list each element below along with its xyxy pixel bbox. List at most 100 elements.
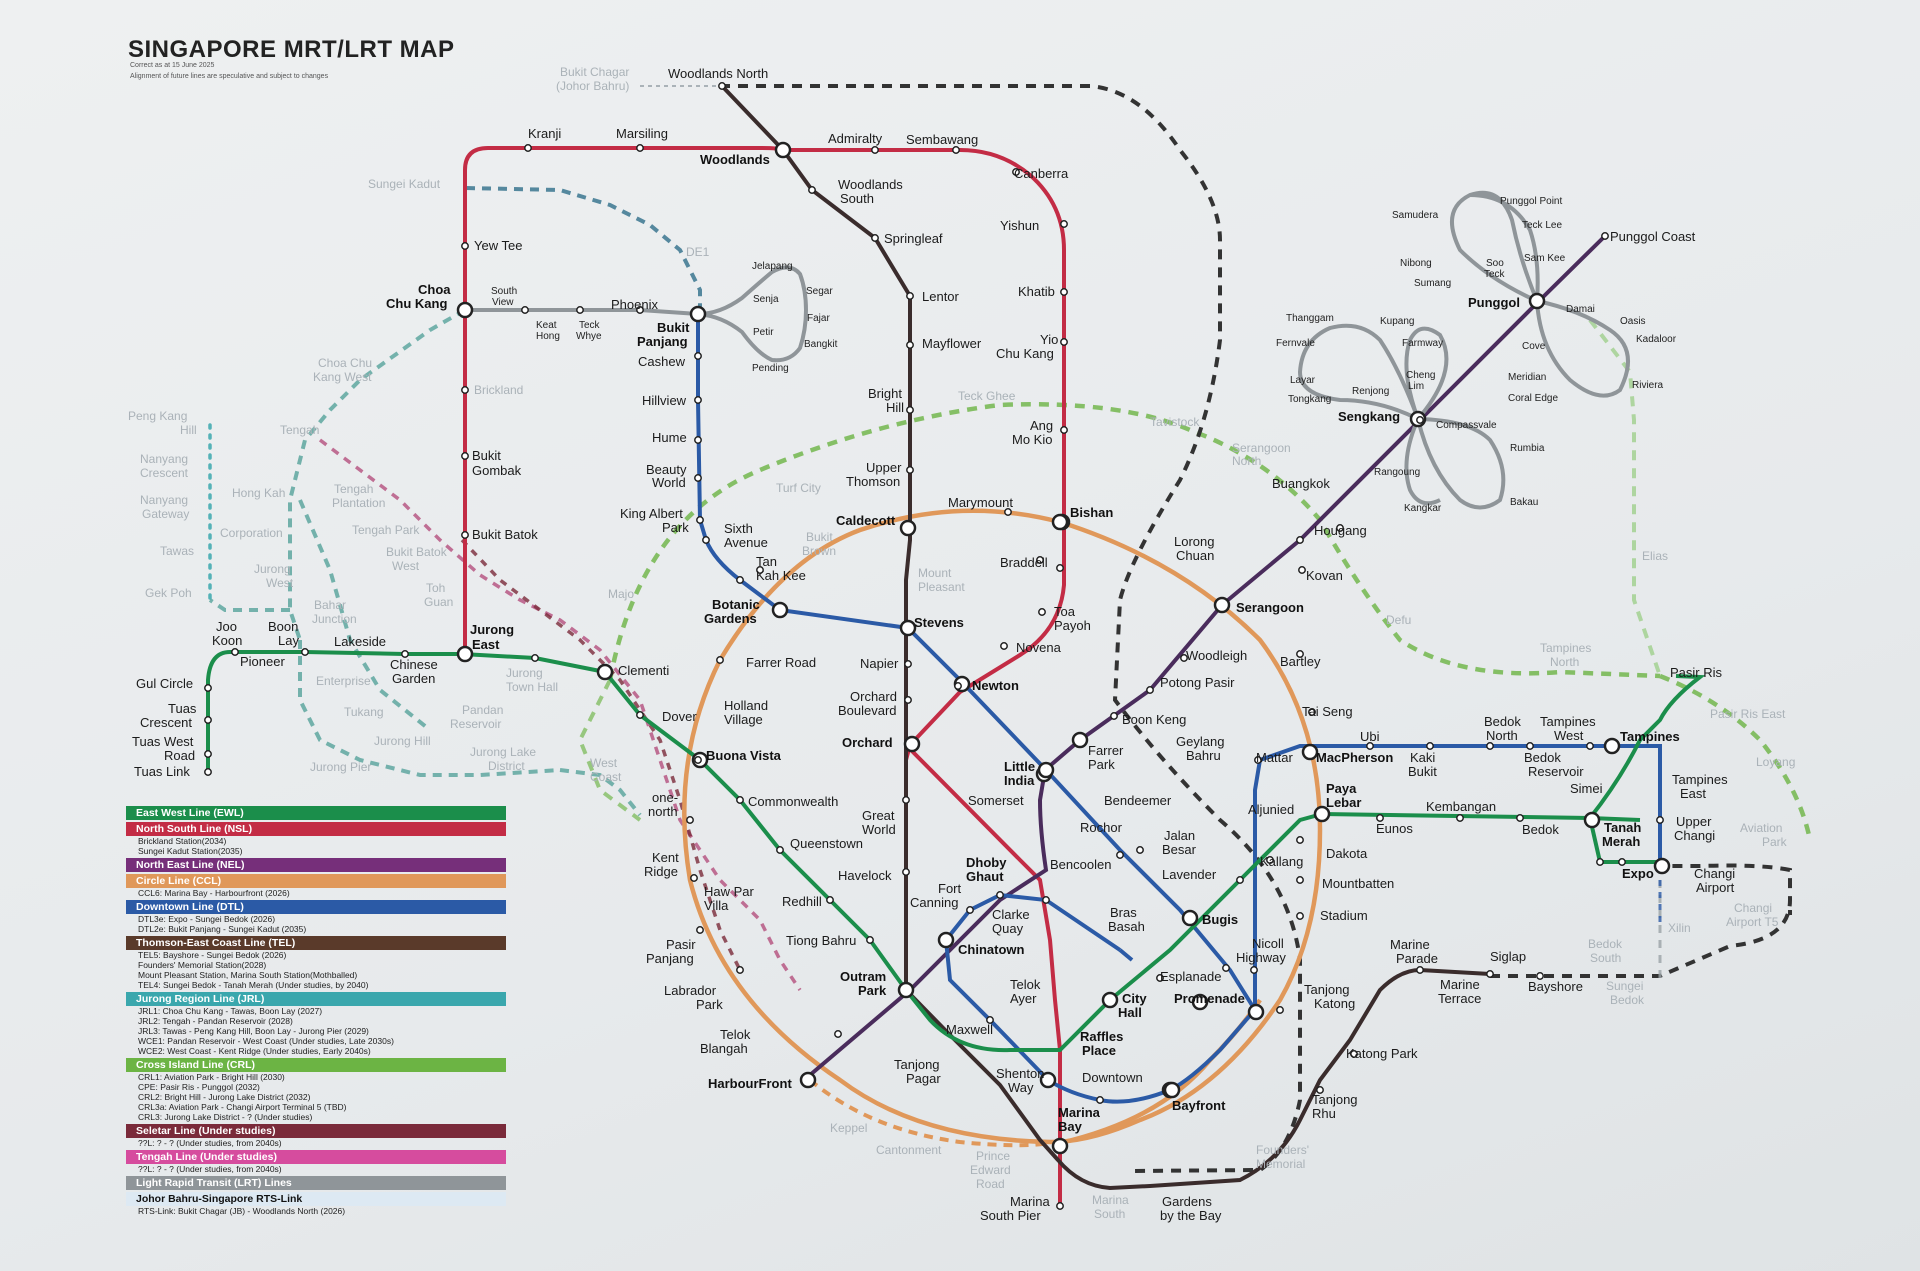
station-dot: [636, 144, 644, 152]
station-markers: [204, 82, 1671, 1210]
station-label: Road: [164, 748, 195, 763]
station-dot: [531, 654, 539, 662]
interchange-station: [1653, 857, 1671, 875]
jrl-line: [208, 308, 642, 817]
station-label: Pasir: [666, 937, 696, 952]
station-label: Jurong: [470, 622, 514, 637]
station-label: Woodleigh: [1186, 648, 1247, 663]
station-dot: [906, 406, 914, 414]
station-dot: [952, 146, 960, 154]
station-dot: [906, 466, 914, 474]
station-label: Bedok: [1588, 937, 1623, 951]
legend-item: DTL2e: Bukit Panjang - Sungei Kadut (203…: [138, 924, 307, 934]
station-dot: [1060, 426, 1068, 434]
station-dot: [1526, 742, 1534, 750]
station-label: Gardens: [704, 611, 757, 626]
station-label: West: [266, 576, 294, 590]
station-label: Garden: [392, 671, 435, 686]
station-label: Punggol Coast: [1610, 229, 1696, 244]
station-label: Yio: [1040, 332, 1058, 347]
station-label: Rhu: [1312, 1106, 1336, 1121]
station-label: Tuas Link: [134, 764, 190, 779]
station-label: Bedok: [1484, 714, 1521, 729]
legend-line-header: Downtown Line (DTL): [126, 900, 506, 914]
station-label: Samudera: [1392, 210, 1439, 221]
station-label: Cheng: [1406, 370, 1435, 381]
station-dot: [204, 716, 212, 724]
station-label: Simei: [1570, 781, 1603, 796]
station-label: Bendeemer: [1104, 793, 1172, 808]
station-label: Upper: [1676, 814, 1712, 829]
station-label: Buangkok: [1272, 476, 1330, 491]
station-dot: [871, 234, 879, 242]
station-label: Founders': [1256, 1143, 1309, 1157]
interchange-station: [1051, 1137, 1069, 1155]
station-label: Bukit Batok: [386, 545, 448, 559]
station-label: Braddell: [1000, 555, 1048, 570]
station-dot: [1056, 1202, 1064, 1210]
station-dot: [1156, 974, 1164, 982]
station-dot: [1596, 858, 1604, 866]
station-label: Katong: [1314, 996, 1355, 1011]
station-label: Panjang: [637, 334, 688, 349]
station-label: Park: [1088, 757, 1115, 772]
station-label: Crescent: [140, 715, 192, 730]
station-dot: [1416, 416, 1424, 424]
legend-item: ??L: ? - ? (Under studies, from 2040s): [138, 1138, 282, 1148]
station-dot: [776, 846, 784, 854]
interchange-station: [1313, 805, 1331, 823]
station-dot: [461, 452, 469, 460]
station-label: Place: [1082, 1043, 1116, 1058]
sk-pg-lrt-line: [1297, 190, 1630, 510]
map-disclaimer: Alignment of future lines are speculativ…: [130, 73, 329, 80]
station-label: Thanggam: [1286, 313, 1334, 324]
station-label: Riviera: [1632, 380, 1664, 391]
station-dot: [1516, 814, 1524, 822]
station-label: Road: [976, 1177, 1005, 1191]
station-label: (Johor Bahru): [556, 79, 629, 93]
station-label: Bay: [1058, 1119, 1083, 1134]
interchange-station: [899, 619, 917, 637]
interchange-station: [1163, 1081, 1181, 1099]
station-label: Aviation: [1740, 821, 1782, 835]
station-label: Aljunied: [1248, 802, 1294, 817]
station-dot: [1056, 564, 1064, 572]
station-label: Basah: [1108, 919, 1145, 934]
station-label: North: [1486, 728, 1518, 743]
station-label: Khatib: [1018, 284, 1055, 299]
station-dot: [1000, 642, 1008, 650]
station-label: North: [1550, 655, 1579, 669]
interchange-station: [456, 645, 474, 663]
station-label: South: [1094, 1207, 1125, 1221]
station-dot: [718, 82, 726, 90]
station-label: District: [488, 759, 525, 773]
station-dot: [1618, 858, 1626, 866]
station-label: Xilin: [1668, 921, 1691, 935]
legend: East West Line (EWL)North South Line (NS…: [126, 804, 506, 1216]
station-label: Kupang: [1380, 316, 1414, 327]
station-dot: [1296, 650, 1304, 658]
station-dot: [1656, 816, 1664, 824]
station-label: Airport: [1696, 880, 1735, 895]
station-dot: [1036, 556, 1044, 564]
station-label: Maxwell: [946, 1022, 993, 1037]
station-label: Newton: [972, 678, 1019, 693]
station-dot: [694, 474, 702, 482]
station-dot: [1038, 608, 1046, 616]
station-dot: [690, 874, 698, 882]
station-label: Telok: [1010, 977, 1041, 992]
station-label: Bukit: [472, 448, 501, 463]
station-label: Stevens: [914, 615, 964, 630]
station-label: Chuan: [1176, 548, 1214, 563]
station-label: Punggol: [1468, 295, 1520, 310]
station-label: Reservoir: [1528, 764, 1584, 779]
station-label: Terrace: [1438, 991, 1481, 1006]
station-label: Woodlands: [838, 177, 903, 192]
station-dot: [1276, 1006, 1284, 1014]
station-label: Loyang: [1756, 755, 1795, 769]
page-title: SINGAPORE MRT/LRT MAP: [128, 36, 455, 63]
station-label: Town Hall: [506, 680, 558, 694]
station-label: Admiralty: [828, 131, 883, 146]
station-label: Besar: [1162, 842, 1197, 857]
legend-line-header: East West Line (EWL): [126, 806, 506, 820]
